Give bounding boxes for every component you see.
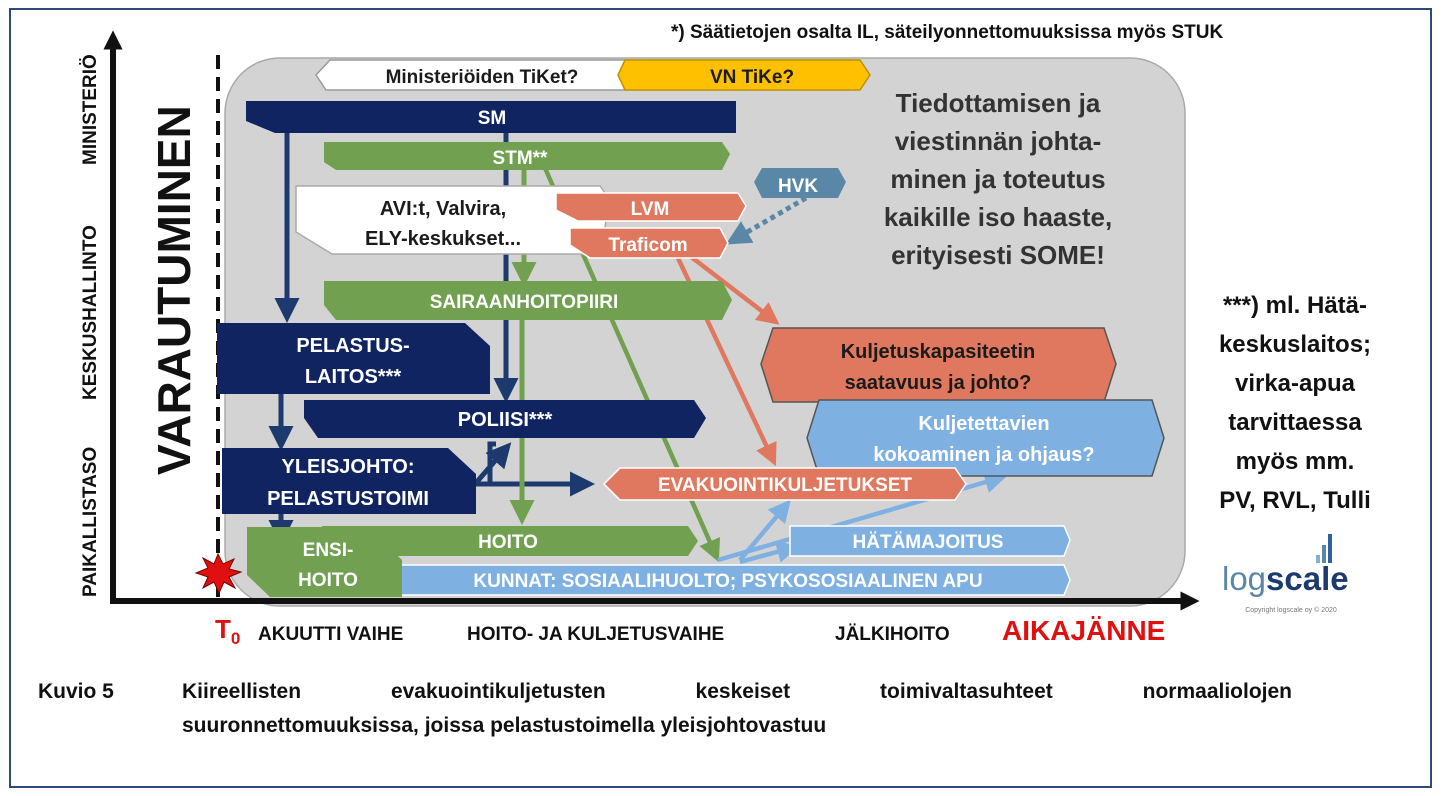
yaxis-title: VARAUTUMINEN [148, 105, 200, 475]
note-top: *) Säätietojen osalta IL, säteilyonnetto… [671, 22, 1223, 43]
box-stm [324, 142, 730, 170]
label-kuljetuskap-line1: Kuljetuskapasiteetin [841, 341, 1036, 363]
arrow-kunnat-hatamajoitus [739, 540, 800, 565]
ylevel-keskushallinto: KESKUSHALLINTO [80, 225, 101, 400]
figure-frame [9, 8, 1432, 788]
label-traficom: Traficom [608, 235, 687, 256]
logo-bar-2 [1322, 545, 1326, 563]
explosion-icon [194, 552, 243, 595]
box-sm [246, 101, 736, 133]
xaxis-phase-jalkihoito: JÄLKIHOITO [835, 624, 950, 645]
side-note-line1: ***) ml. Hätä- [1223, 292, 1367, 319]
xaxis-t0: T0 [215, 614, 240, 648]
side-note-line4: tarvittaessa [1228, 409, 1362, 436]
caption-number: Kuvio 5 [38, 680, 114, 703]
box-pelastuslaitos [217, 323, 490, 394]
box-hoito [322, 526, 698, 556]
box-poliisi [304, 400, 706, 438]
caption-line1: Kiireellisten evakuointikuljetusten kesk… [182, 680, 1292, 703]
big-text-line1: Tiedottamisen ja [896, 88, 1101, 118]
logo-copyright: Copyright logscale oy © 2020 [1245, 606, 1337, 614]
big-text-line2: viestinnän johta- [895, 126, 1102, 156]
ylevel-ministerio: MINISTERIÖ [80, 54, 101, 165]
logo-part1: log [1222, 560, 1266, 597]
side-note-line6: PV, RVL, Tulli [1219, 487, 1371, 514]
xaxis-phase-akuutti: AKUUTTI VAIHE [258, 624, 403, 645]
box-kuljetettavien [806, 399, 1165, 477]
label-ensihoito-line1: ENSI- [303, 540, 354, 561]
arrow-hvk-traficom [725, 195, 808, 245]
box-traficom [569, 227, 729, 259]
label-avi-line1: AVI:t, Valvira, [380, 198, 506, 220]
box-ministerioiden-tiket [315, 59, 631, 91]
arrow-kunnat-evakuointi [738, 499, 791, 562]
label-kuljetuskap-line2: saatavuus ja johto? [845, 372, 1032, 394]
label-kuljetettavien-line1: Kuljetettavien [918, 413, 1049, 435]
big-text-line4: kaikille iso haaste, [884, 202, 1112, 232]
big-text-line5: erityisesti SOME! [891, 240, 1105, 270]
label-hvk: HVK [778, 176, 818, 197]
label-yleisjohto-line1: YLEISJOHTO: [282, 456, 415, 478]
box-sairaanhoitopiiri [324, 281, 732, 320]
side-note-line5: myös mm. [1236, 448, 1355, 475]
xaxis-title: AIKAJÄNNE [1002, 615, 1165, 646]
label-sm: SM [478, 108, 507, 129]
side-note-line3: virka-apua [1235, 370, 1356, 397]
label-hatamajoitus: HÄTÄMAJOITUS [853, 532, 1004, 553]
arrow-traficom-kapasiteetti [688, 254, 780, 325]
label-ministerioiden-tiket: Ministeriöiden TiKet? [386, 67, 579, 88]
side-note-line2: keskuslaitos; [1219, 331, 1371, 358]
label-sairaanhoitopiiri: SAIRAANHOITOPIIRI [430, 292, 619, 313]
box-yleisjohto [222, 448, 476, 514]
label-yleisjohto-line2: PELASTUSTOIMI [267, 488, 429, 510]
big-text-line3: minen ja toteutus [890, 164, 1105, 194]
label-kuljetettavien-line2: kokoaminen ja ohjaus? [873, 444, 1094, 466]
box-vn-tike [617, 59, 871, 91]
label-hoito: HOITO [478, 532, 538, 553]
logo-part2: scale [1266, 560, 1349, 597]
label-pelastus-line1: PELASTUS- [296, 335, 409, 357]
label-stm: STM** [493, 148, 549, 169]
box-ensihoito [247, 527, 402, 597]
box-evakuointikuljetukset [602, 467, 967, 501]
xaxis-t0-main: T [215, 614, 231, 644]
box-hvk [754, 168, 846, 198]
ylevel-paikallistaso: PAIKALLISTASO [80, 447, 101, 597]
box-hatamajoitus [789, 525, 1071, 557]
logo-text: logscale [1222, 560, 1349, 597]
label-ensihoito-line2: HOITO [298, 570, 358, 591]
logo-bar-3 [1328, 534, 1332, 563]
arrow-yleisjohto-poliisi-head [473, 442, 512, 486]
label-evakuointi: EVAKUOINTIKULJETUKSET [658, 475, 912, 496]
box-lvm [555, 192, 747, 222]
logo-bar-1 [1316, 555, 1320, 563]
label-lvm: LVM [631, 199, 670, 220]
xaxis-phase-hoito-kuljetus: HOITO- JA KULJETUSVAIHE [467, 624, 724, 645]
label-pelastus-line2: LAITOS*** [305, 366, 402, 388]
label-avi-line2: ELY-keskukset... [365, 228, 521, 250]
logscale-logo: logscale Copyright logscale oy © 2020 [1222, 534, 1349, 614]
caption-line2: suuronnettomuuksissa, joissa pelastustoi… [182, 714, 827, 737]
xaxis-t0-sub: 0 [231, 629, 240, 648]
label-vn-tike: VN TiKe? [710, 67, 794, 88]
label-kunnat: KUNNAT: SOSIAALIHUOLTO; PSYKOSOSIAALINEN… [473, 571, 982, 592]
label-poliisi: POLIISI*** [458, 409, 553, 431]
